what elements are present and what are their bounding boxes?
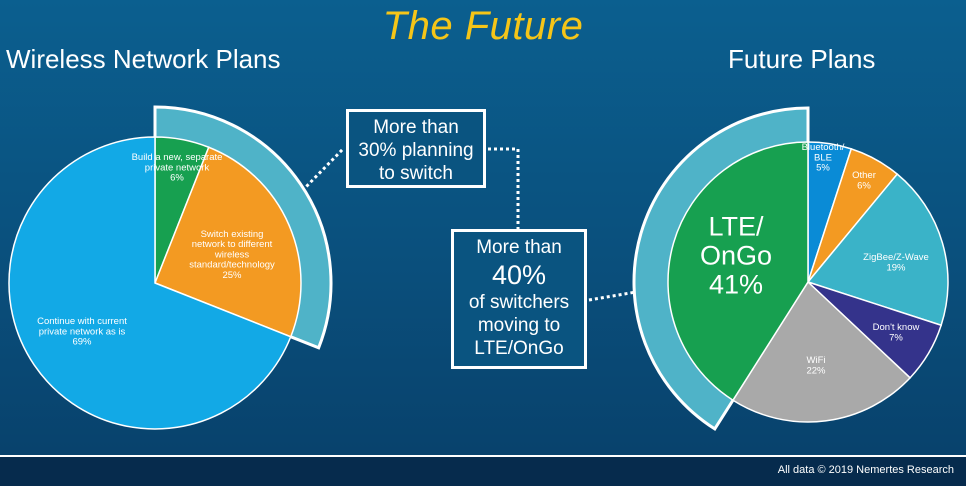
callout-40-line5: LTE/OnGo <box>474 338 564 359</box>
footer-bar: All data © 2019 Nemertes Research <box>0 455 966 486</box>
callout-40-line1: More than <box>476 237 562 258</box>
callout-40-line2: 40% <box>491 260 547 290</box>
callout-30-line3: to switch <box>379 163 453 184</box>
callout-40-line3: of switchers <box>468 292 570 313</box>
pie-slice-wifi <box>731 280 912 423</box>
page-title: The Future <box>382 4 584 48</box>
footer-credit: All data © 2019 Nemertes Research <box>777 464 954 476</box>
pie-slice-switch-existing <box>154 146 302 338</box>
pie-slice-zigbee-z-wave <box>806 173 949 327</box>
callout-connectors <box>296 147 637 302</box>
pie-slice-continue-with-current <box>8 136 292 430</box>
left-chart-title: Wireless Network Plans <box>6 44 281 74</box>
pie-slice-lte <box>667 141 809 402</box>
callout-30-line2: 30% planning <box>358 140 474 161</box>
callout-40-percent: More than 40% of switchers moving to LTE… <box>451 229 587 369</box>
callout-30-percent: More than 30% planning to switch <box>346 109 486 188</box>
right-chart-title: Future Plans <box>728 44 876 74</box>
callout-30-line1: More than <box>373 117 459 138</box>
callout-40-line4: moving to <box>477 315 561 336</box>
